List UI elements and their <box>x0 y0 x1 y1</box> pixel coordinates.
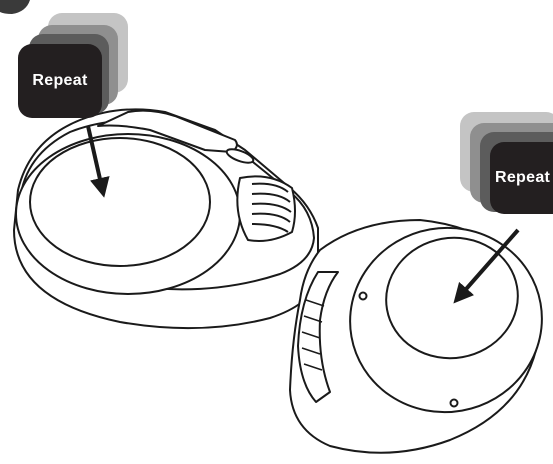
badge-front <box>18 44 102 118</box>
step-indicator-circle <box>0 0 30 14</box>
pad-inner <box>29 137 211 267</box>
side-grip <box>236 175 296 242</box>
repeat-label: Repeat <box>495 169 551 186</box>
repeat-badge: Repeat <box>18 13 128 118</box>
repeat-badge: Repeat <box>460 112 553 214</box>
device-top-view <box>13 108 319 330</box>
screw <box>449 398 459 408</box>
device-handle <box>97 109 238 153</box>
brand-plate <box>225 148 255 164</box>
badge-front <box>490 142 553 214</box>
repeat-label: Repeat <box>32 72 88 89</box>
device-side-view <box>289 219 543 454</box>
arrow-icon <box>86 125 110 198</box>
screw <box>358 291 368 301</box>
arrow-icon <box>453 228 520 304</box>
